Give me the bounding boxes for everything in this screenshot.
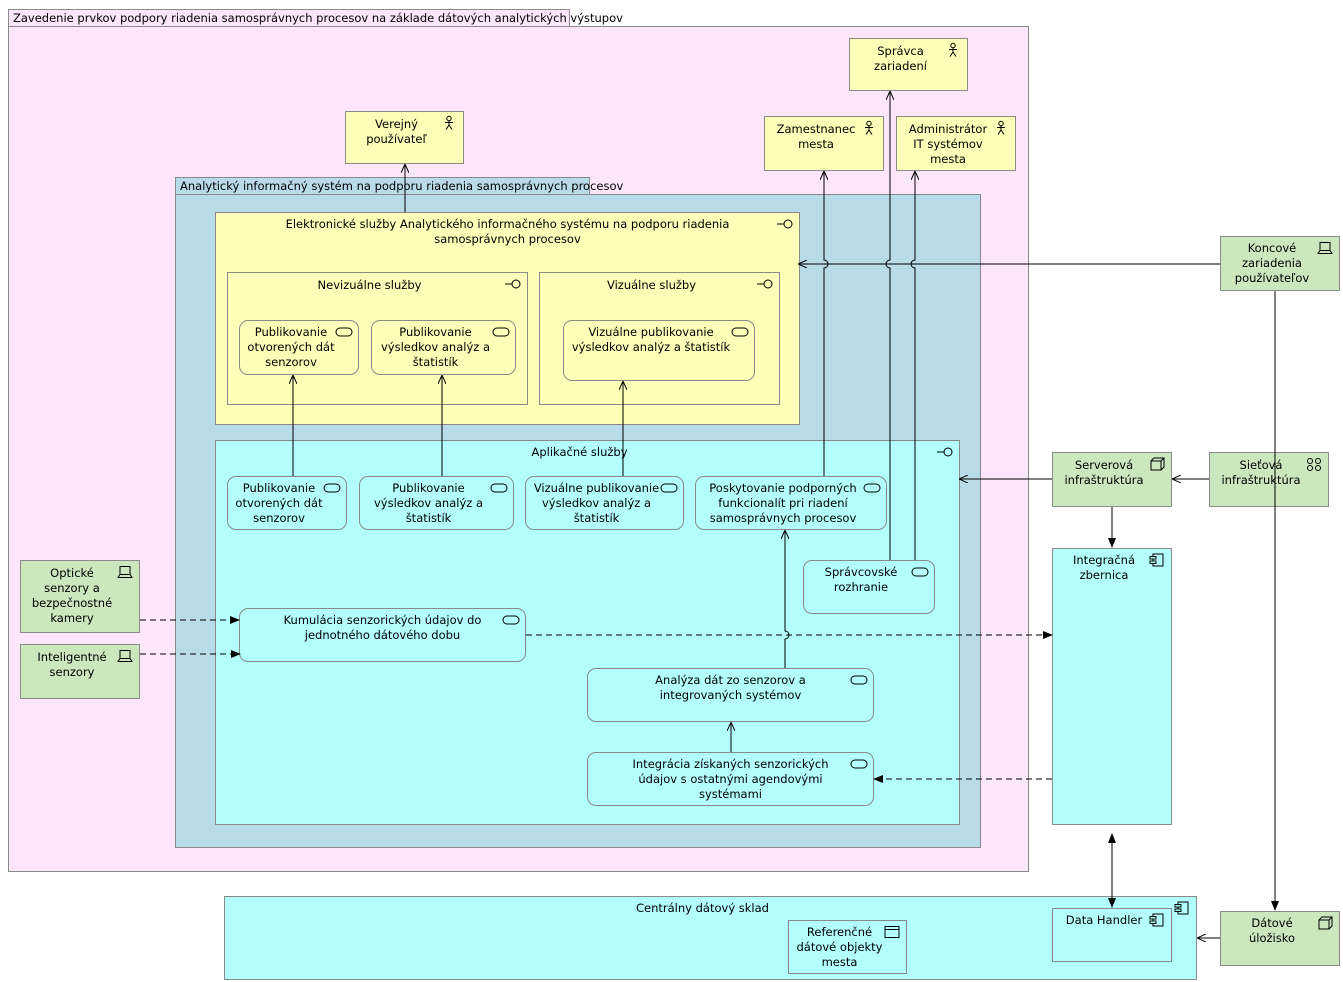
network-icon — [1307, 458, 1321, 471]
actor-label: Verejný používateľ — [366, 117, 427, 146]
aservice-analysis[interactable]: Analýza dát zo senzorov a integrovaných … — [587, 668, 874, 722]
service-label: Poskytovanie podporných funkcionalít pri… — [709, 481, 857, 525]
service-icon — [863, 483, 881, 493]
service-label: Publikovanie otvorených dát senzorov — [235, 481, 323, 525]
component-icon — [1149, 553, 1164, 567]
service-label: Publikovanie otvorených dát senzorov — [247, 325, 335, 369]
reference-data-objects[interactable]: Referenčné dátové objekty mesta — [788, 920, 907, 974]
service-icon — [850, 759, 868, 769]
warehouse-title: Centrálny dátový sklad — [636, 901, 769, 915]
actor-icon — [865, 120, 873, 135]
integration-bus[interactable]: Integračná zbernica — [1052, 548, 1172, 825]
service-icon — [335, 327, 353, 337]
device-end-devices[interactable]: Koncové zariadenia používateľov — [1220, 236, 1340, 291]
service-icon — [323, 483, 341, 493]
outer-group-label: Zavedenie prvkov podpory riadenia samosp… — [8, 9, 623, 27]
service-icon — [731, 327, 749, 337]
node-icon — [1318, 916, 1333, 930]
device-icon — [117, 566, 133, 578]
aservice-visual[interactable]: Vizuálne publikovanie výsledkov analýz a… — [525, 476, 684, 530]
interface-icon — [937, 447, 953, 457]
device-optical-sensors[interactable]: Optické senzory a bezpečnostné kamery — [20, 560, 140, 633]
actor-icon — [445, 115, 453, 130]
component-label: Integračná zbernica — [1073, 553, 1135, 582]
visual-title: Vizuálne služby — [606, 278, 696, 292]
node-label: Serverová infraštruktúra — [1064, 458, 1144, 487]
device-label: Koncové zariadenia používateľov — [1234, 241, 1310, 285]
service-icon — [502, 615, 520, 625]
aservice-cumulation[interactable]: Kumulácia senzorických údajov do jednotn… — [239, 608, 526, 662]
service-label: Správcovské rozhranie — [824, 565, 898, 594]
bservice-analyses[interactable]: Publikovanie výsledkov analýz a štatistí… — [371, 320, 516, 375]
device-icon — [117, 650, 133, 662]
service-label: Integrácia získaných senzorických údajov… — [632, 757, 829, 801]
bservice-visual[interactable]: Vizuálne publikovanie výsledkov analýz a… — [563, 320, 755, 381]
service-icon — [911, 567, 929, 577]
actor-icon — [997, 120, 1005, 135]
service-icon — [850, 675, 868, 685]
service-label: Vizuálne publikovanie výsledkov analýz a… — [571, 325, 731, 354]
network-infrastructure[interactable]: Sieťová infraštruktúra — [1209, 452, 1329, 507]
node-icon — [1150, 457, 1165, 471]
service-label: Kumulácia senzorických údajov do jednotn… — [283, 613, 482, 642]
actor-employee[interactable]: Zamestnanec mesta — [764, 116, 884, 171]
aservice-integration[interactable]: Integrácia získaných senzorických údajov… — [587, 752, 874, 806]
aservice-analyses[interactable]: Publikovanie výsledkov analýz a štatistí… — [359, 476, 514, 530]
service-icon — [492, 327, 510, 337]
device-label: Optické senzory a bezpečnostné kamery — [31, 566, 113, 625]
component-icon — [1174, 901, 1189, 915]
aservice-open-data[interactable]: Publikovanie otvorených dát senzorov — [227, 476, 347, 530]
device-icon — [1317, 242, 1333, 254]
device-data-storage[interactable]: Dátové úložisko — [1220, 911, 1340, 966]
network-label: Sieťová infraštruktúra — [1221, 458, 1301, 487]
service-icon — [490, 483, 508, 493]
service-icon — [660, 483, 678, 493]
actor-label: Administrátor IT systémov mesta — [908, 122, 988, 166]
aservice-support[interactable]: Poskytovanie podporných funkcionalít pri… — [695, 476, 887, 530]
node-label: Dátové úložisko — [1248, 916, 1296, 945]
device-intelligent-sensors[interactable]: Inteligentné senzory — [20, 644, 140, 699]
nonvisual-title: Nevizuálne služby — [317, 278, 422, 292]
node-server-infrastructure[interactable]: Serverová infraštruktúra — [1052, 452, 1172, 507]
component-label: Data Handler — [1065, 913, 1143, 927]
bservice-open-data[interactable]: Publikovanie otvorených dát senzorov — [239, 320, 359, 375]
data-object-icon — [884, 926, 900, 938]
interface-icon — [505, 279, 521, 289]
interface-icon — [777, 219, 793, 229]
component-icon — [1149, 913, 1164, 927]
appservices-title: Aplikačné služby — [531, 445, 628, 459]
system-group-label: Analytický informačný systém na podporu … — [175, 177, 623, 195]
interface-icon — [757, 279, 773, 289]
data-handler[interactable]: Data Handler — [1052, 908, 1172, 962]
actor-label: Správca zariadení — [874, 44, 927, 73]
device-label: Inteligentné senzory — [37, 650, 107, 679]
data-object-label: Referenčné dátové objekty mesta — [796, 925, 883, 969]
actor-it-admin[interactable]: Administrátor IT systémov mesta — [896, 116, 1016, 171]
actor-device-admin[interactable]: Správca zariadení — [849, 38, 968, 91]
aservice-admin-interface[interactable]: Správcovské rozhranie — [803, 560, 935, 614]
actor-label: Zamestnanec mesta — [776, 122, 856, 151]
actor-icon — [949, 42, 957, 57]
service-label: Publikovanie výsledkov analýz a štatistí… — [380, 325, 491, 369]
actor-public-user[interactable]: Verejný používateľ — [345, 111, 464, 164]
central-data-warehouse[interactable]: Centrálny dátový sklad — [224, 896, 1197, 980]
eservices-title: Elektronické služby Analytického informa… — [285, 217, 730, 246]
service-label: Vizuálne publikovanie výsledkov analýz a… — [533, 481, 660, 525]
service-label: Analýza dát zo senzorov a integrovaných … — [655, 673, 806, 702]
service-label: Publikovanie výsledkov analýz a štatistí… — [373, 481, 484, 525]
